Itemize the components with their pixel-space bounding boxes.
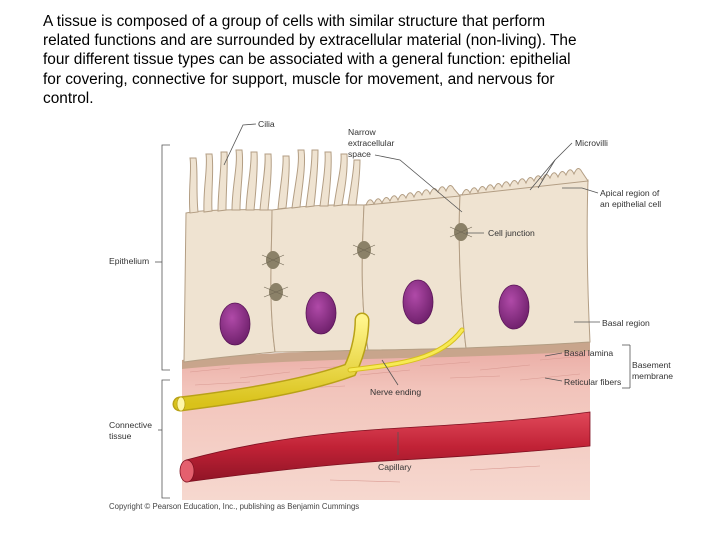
label-connective-tissue: Connective bbox=[109, 420, 152, 430]
label-cilia: Cilia bbox=[258, 119, 275, 129]
label-capillary: Capillary bbox=[378, 462, 412, 472]
cilia bbox=[188, 149, 361, 214]
intro-line: four different tissue types can be assoc… bbox=[43, 51, 571, 69]
copyright-notice: Copyright © Pearson Education, Inc., pub… bbox=[109, 502, 359, 511]
capillary bbox=[179, 411, 591, 483]
nucleus bbox=[402, 279, 434, 325]
intro-line: for covering, connective for support, mu… bbox=[43, 70, 555, 88]
epithelial-cell-3 bbox=[361, 194, 467, 351]
label-reticular-fibers: Reticular fibers bbox=[564, 377, 621, 387]
nucleus bbox=[219, 302, 251, 346]
label-basement-membrane: Basement bbox=[632, 360, 671, 370]
label-basal-region: Basal region bbox=[602, 318, 650, 328]
label-microvilli: Microvilli bbox=[575, 138, 608, 148]
label-basal-lamina: Basal lamina bbox=[564, 348, 613, 358]
label-narrow-space: Narrow bbox=[348, 127, 376, 137]
label-connective-tissue: tissue bbox=[109, 431, 132, 441]
label-apical-region: Apical region of bbox=[600, 188, 660, 198]
intro-line: A tissue is composed of a group of cells… bbox=[43, 13, 546, 30]
nerve-ending bbox=[172, 312, 465, 412]
intro-line: control. bbox=[43, 89, 94, 107]
leader-lines bbox=[155, 123, 631, 499]
nuclei bbox=[219, 279, 530, 346]
label-epithelium: Epithelium bbox=[109, 256, 149, 266]
label-narrow-space: extracellular bbox=[348, 138, 394, 148]
intro-line: related functions and are surrounded by … bbox=[43, 32, 577, 50]
intro-paragraph: A tissue is composed of a group of cells… bbox=[43, 12, 693, 108]
label-narrow-space: space bbox=[348, 149, 371, 159]
label-apical-region: an epithelial cell bbox=[600, 199, 661, 209]
epithelial-cells bbox=[183, 179, 591, 363]
label-nerve-ending: Nerve ending bbox=[370, 387, 421, 397]
cell-junctions bbox=[261, 223, 473, 301]
label-cell-junction: Cell junction bbox=[488, 228, 535, 238]
basal-lamina bbox=[182, 342, 590, 369]
nucleus bbox=[305, 291, 337, 335]
label-basement-membrane: membrane bbox=[632, 371, 673, 381]
nucleus bbox=[498, 284, 530, 330]
